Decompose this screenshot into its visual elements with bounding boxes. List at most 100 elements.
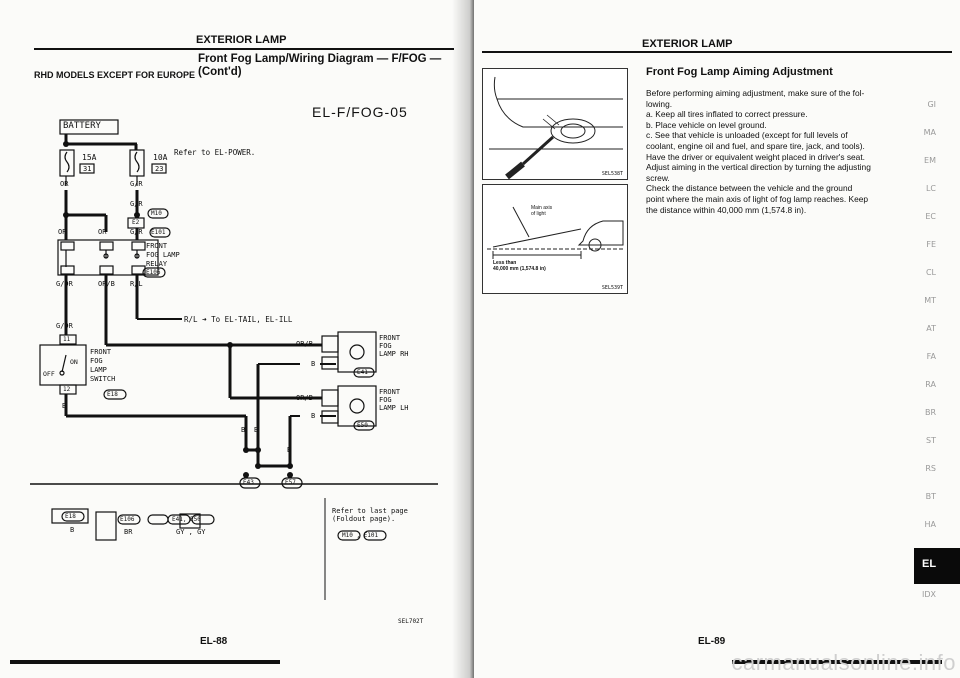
refer-last-page-note: Refer to last page (Foldout page). <box>332 507 408 523</box>
wire-color-rl: R/L <box>130 280 143 288</box>
connector-row-gy: GY , GY <box>176 528 206 536</box>
left-header: EXTERIOR LAMP <box>196 34 287 46</box>
right-page-number: EL-89 <box>698 636 726 647</box>
section-tab-ra[interactable]: RA <box>925 380 936 389</box>
right-page: EXTERIOR LAMP Front Fog Lamp Aiming Adju… <box>474 0 960 678</box>
section-tab-idx[interactable]: IDX <box>922 590 936 599</box>
section-tab-cl[interactable]: CL <box>925 268 936 277</box>
to-tail-note: R/L ➜ To EL-TAIL, EL-ILL <box>184 315 293 324</box>
switch-terminal-12: 12 <box>63 386 71 393</box>
watermark: carmanualsonline.info <box>731 650 956 675</box>
section-tab-gi[interactable]: GI <box>927 100 936 109</box>
fuse-15a-number: 31 <box>83 165 92 173</box>
ground-wire-b1: B <box>241 426 246 434</box>
lh-wire-color: OR/B <box>296 394 313 402</box>
section-tab-mt[interactable]: MT <box>924 296 936 305</box>
section-tab-ma[interactable]: MA <box>923 128 936 137</box>
connector-e50: E50 <box>357 422 368 429</box>
fuse-10a-label: 10A <box>153 153 168 162</box>
adjusting-screw-figure: SEL538T <box>482 68 628 180</box>
switch-terminal-11: 11 <box>63 336 71 343</box>
connector-m10: M10 <box>151 210 162 217</box>
lh-ground-color: B <box>311 412 316 420</box>
step-a: a. Keep all tires inflated to correct pr… <box>646 109 808 120</box>
adjust-distance: Check the distance between the vehicle a… <box>646 183 869 215</box>
ground-e57: E57 <box>285 479 296 486</box>
left-header-rule <box>34 48 454 50</box>
fog-lamp-screwdriver-illustration <box>489 76 623 180</box>
wire-color-b: B <box>62 402 67 410</box>
wire-color-gr-upper: G/R <box>130 200 143 208</box>
fig1-code: SEL538T <box>601 171 623 177</box>
diagram-title: Front Fog Lamp/Wiring Diagram — F/FOG — <box>198 53 442 65</box>
fuse-15a-label: 15A <box>82 153 97 162</box>
section-tab-bt[interactable]: BT <box>925 492 936 501</box>
connector-row-e18: E18 <box>65 513 76 520</box>
rh-wire-color: OR/B <box>296 340 313 348</box>
wiring-diagram <box>30 119 438 600</box>
connector-e106: E106 <box>146 269 161 276</box>
connector-e41: E41 <box>357 369 368 376</box>
wire-color-gr: G/R <box>130 180 143 188</box>
ground-wire-b2: B <box>254 426 259 434</box>
model-note: RHD MODELS EXCEPT FOR EUROPE <box>34 70 196 80</box>
wire-color-gor: G/OR <box>56 280 73 288</box>
diagram-title-cont: (Cont'd) <box>198 66 242 78</box>
wire-color-or-3: OR <box>98 228 107 236</box>
step-b: b. Place vehicle on level ground. <box>646 119 767 130</box>
section-tab-ec[interactable]: EC <box>925 212 936 221</box>
section-tab-el[interactable]: EL <box>914 548 960 584</box>
refer-connector-codes: M10 , E101 <box>342 532 379 539</box>
wire-color-orb: OR/B <box>98 280 115 288</box>
aiming-distance-illustration <box>487 206 624 259</box>
section-tab-st[interactable]: ST <box>926 436 936 445</box>
connector-row-e41-e50: E41, E50 <box>172 516 201 523</box>
section-tab-em[interactable]: EM <box>924 156 936 165</box>
section-tab-fa[interactable]: FA <box>926 352 936 361</box>
wire-color-or: OR <box>60 180 69 188</box>
wire-color-or-2: OR <box>58 228 67 236</box>
left-bottom-rule <box>10 660 280 664</box>
wire-color-gr-2: G/R <box>130 228 143 236</box>
connector-row-br: BR <box>124 528 133 536</box>
right-header: EXTERIOR LAMP <box>642 38 733 50</box>
ground-wire-b3: B <box>287 446 292 454</box>
section-tab-at[interactable]: AT <box>926 324 936 333</box>
section-tab-lc[interactable]: LC <box>925 184 936 193</box>
right-bottom-rule <box>732 660 942 664</box>
left-page: EXTERIOR LAMP Front Fog Lamp/Wiring Diag… <box>0 0 474 678</box>
section-tab-rs[interactable]: RS <box>925 464 936 473</box>
left-page-number: EL-88 <box>200 636 228 647</box>
section-tab-fe[interactable]: FE <box>926 240 936 249</box>
ground-e43: E43 <box>243 479 254 486</box>
connector-e2: E2 <box>132 219 140 226</box>
connector-row-b: B <box>70 526 75 534</box>
diagram-code: EL-F/FOG-05 <box>312 104 408 120</box>
connector-e101: E101 <box>151 229 166 236</box>
connector-row-e106: E106 <box>120 516 135 523</box>
switch-on-label: ON <box>70 358 78 366</box>
fuse-10a-number: 23 <box>155 165 164 173</box>
wire-color-gor-2: G/OR <box>56 322 73 330</box>
section-tab-ha[interactable]: HA <box>924 520 937 529</box>
left-figure-code: SEL702T <box>398 618 424 625</box>
refer-power-note: Refer to EL-POWER. <box>174 148 256 157</box>
switch-off-label: OFF <box>43 370 55 378</box>
step-c: c. See that vehicle is unloaded (except … <box>646 130 865 162</box>
aiming-instructions: Before performing aiming adjustment, mak… <box>646 88 872 215</box>
battery-label: BATTERY <box>63 121 101 131</box>
rh-ground-color: B <box>311 360 316 368</box>
right-header-rule <box>482 51 952 53</box>
section-title: Front Fog Lamp Aiming Adjustment <box>646 66 833 78</box>
fig2-code: SEL539T <box>601 285 623 291</box>
section-tab-br[interactable]: BR <box>924 408 936 417</box>
adjust-vertical: Adjust aiming in the vertical direction … <box>646 162 871 183</box>
connector-e18: E18 <box>107 391 118 398</box>
